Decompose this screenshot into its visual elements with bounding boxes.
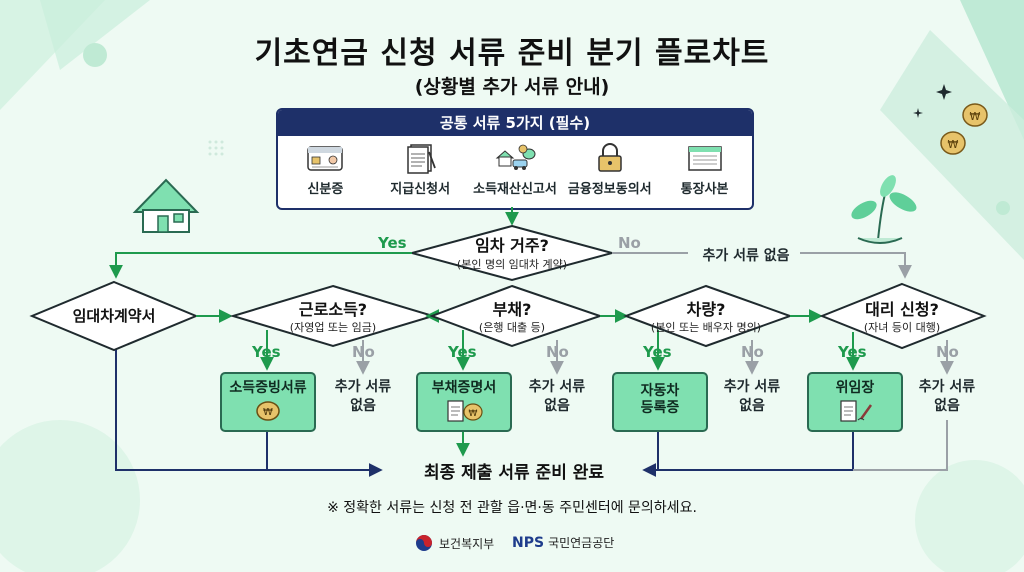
income-yes-label: Yes bbox=[252, 343, 281, 361]
vehicle-question: 차량? bbox=[686, 300, 726, 319]
no-result-line: 추가 서류 없음 bbox=[528, 379, 586, 414]
nps-logo: NPS 국민연금공단 bbox=[512, 534, 614, 551]
income-question-sub: (자영업 또는 임금) bbox=[289, 321, 377, 334]
proxy-decision-diamond bbox=[819, 282, 987, 350]
svg-text:₩: ₩ bbox=[469, 409, 478, 419]
common-doc-label: 신분증 bbox=[307, 182, 344, 197]
vehicle-registration-doc-label: 자동차 등록증 bbox=[640, 383, 680, 416]
proxy-no-label: No bbox=[936, 343, 959, 361]
debt-no-label: No bbox=[546, 343, 569, 361]
svg-text:₩: ₩ bbox=[263, 407, 273, 418]
income-proof-doc-box: 소득증빙서류 ₩ bbox=[220, 372, 316, 432]
lease-contract-label: 임대차계약서 bbox=[72, 307, 156, 325]
bankbook-icon bbox=[687, 146, 722, 171]
rent-no-label: No bbox=[618, 234, 641, 252]
no-result-line: 추가 서류 없음 bbox=[334, 379, 392, 414]
proxy-question-sub: (자녀 등이 대행) bbox=[863, 321, 941, 334]
proxy-yes-label: Yes bbox=[838, 343, 867, 361]
plant-icon bbox=[851, 175, 917, 244]
signature-doc-icon bbox=[840, 400, 873, 422]
svg-text:₩: ₩ bbox=[948, 138, 959, 151]
common-doc-label: 지급신청서 bbox=[390, 182, 451, 197]
vehicle-decision-diamond bbox=[623, 284, 793, 348]
common-doc-financial-consent: 금융정보동의서 bbox=[565, 142, 655, 197]
debt-question: 부채? bbox=[492, 300, 532, 319]
svg-text:₩: ₩ bbox=[970, 110, 981, 123]
proxy-no-result: 추가 서류 없음 bbox=[907, 378, 987, 416]
taegeuk-icon bbox=[416, 535, 432, 551]
lock-consent-icon bbox=[598, 143, 622, 172]
common-doc-id-card: 신분증 bbox=[280, 142, 370, 197]
common-doc-label: 소득재산신고서 bbox=[473, 182, 557, 197]
mohw-logo-text: 보건복지부 bbox=[439, 536, 495, 551]
vehicle-registration-doc-box: 자동차 등록증 bbox=[612, 372, 708, 432]
page-subtitle: (상황별 추가 서류 안내) bbox=[414, 76, 610, 98]
debt-certificate-doc-box: 부채증명서 ₩ bbox=[416, 372, 512, 432]
income-no-result: 추가 서류 없음 bbox=[323, 378, 403, 416]
nps-logo-mark: NPS bbox=[512, 534, 545, 551]
rent-question-sub: (본인 명의 임대차 계약) bbox=[456, 258, 568, 271]
document-coin-icon: ₩ bbox=[447, 400, 483, 422]
power-of-attorney-doc-box: 위임장 bbox=[807, 372, 903, 432]
debt-yes-label: Yes bbox=[448, 343, 477, 361]
income-no-label: No bbox=[352, 343, 375, 361]
sparkle-icon bbox=[913, 84, 952, 118]
property-report-icon bbox=[495, 144, 536, 170]
common-doc-label: 통장사본 bbox=[680, 182, 729, 197]
common-doc-label: 금융정보동의서 bbox=[567, 182, 652, 197]
no-result-line: 추가 서류 없음 bbox=[918, 379, 976, 414]
common-documents-header: 공통 서류 5가지 (필수) bbox=[278, 110, 752, 136]
vehicle-yes-label: Yes bbox=[643, 343, 672, 361]
income-decision-diamond bbox=[229, 284, 437, 348]
rent-yes-label: Yes bbox=[378, 234, 407, 252]
debt-certificate-doc-label: 부채증명서 bbox=[431, 380, 497, 396]
common-doc-bankbook: 통장사본 bbox=[660, 142, 750, 197]
common-documents-box: 공통 서류 5가지 (필수) 신분증 지급신청서 bbox=[276, 108, 754, 210]
lease-contract-diamond bbox=[29, 280, 199, 352]
nps-logo-text: 국민연금공단 bbox=[548, 536, 615, 550]
id-card-icon bbox=[307, 146, 344, 171]
no-result-line: 추가 서류 없음 bbox=[723, 379, 781, 414]
house-icon bbox=[132, 178, 200, 233]
mohw-logo: 보건복지부 bbox=[415, 534, 494, 552]
common-doc-application: 지급신청서 bbox=[375, 142, 465, 197]
rent-question: 임차 거주? bbox=[475, 236, 549, 255]
vehicle-no-result: 추가 서류 없음 bbox=[712, 378, 792, 416]
final-documents-ready: 최종 제출 서류 준비 완료 bbox=[423, 463, 605, 483]
debt-question-sub: (은행 대출 등) bbox=[478, 321, 546, 334]
income-question: 근로소득? bbox=[298, 300, 368, 319]
debt-decision-diamond bbox=[429, 284, 604, 348]
rent-no-result: 추가 서류 없음 bbox=[702, 248, 790, 264]
common-doc-property-report: 소득재산신고서 bbox=[470, 142, 560, 197]
rent-decision-diamond bbox=[408, 224, 616, 282]
power-of-attorney-doc-label: 위임장 bbox=[835, 380, 875, 396]
won-coin-icon: ₩ bbox=[256, 401, 280, 421]
application-form-icon bbox=[407, 144, 437, 174]
vehicle-question-sub: (본인 또는 배우자 명의) bbox=[650, 321, 762, 334]
footnote: ※ 정확한 서류는 신청 전 관할 읍·면·동 주민센터에 문의하세요. bbox=[327, 500, 697, 516]
vehicle-no-label: No bbox=[741, 343, 764, 361]
debt-no-result: 추가 서류 없음 bbox=[517, 378, 597, 416]
page-title: 기초연금 신청 서류 준비 분기 플로차트 bbox=[254, 36, 770, 71]
proxy-question: 대리 신청? bbox=[865, 300, 939, 319]
income-proof-doc-label: 소득증빙서류 bbox=[229, 380, 307, 396]
coin-stack-icon: ₩ ₩ bbox=[940, 103, 988, 155]
